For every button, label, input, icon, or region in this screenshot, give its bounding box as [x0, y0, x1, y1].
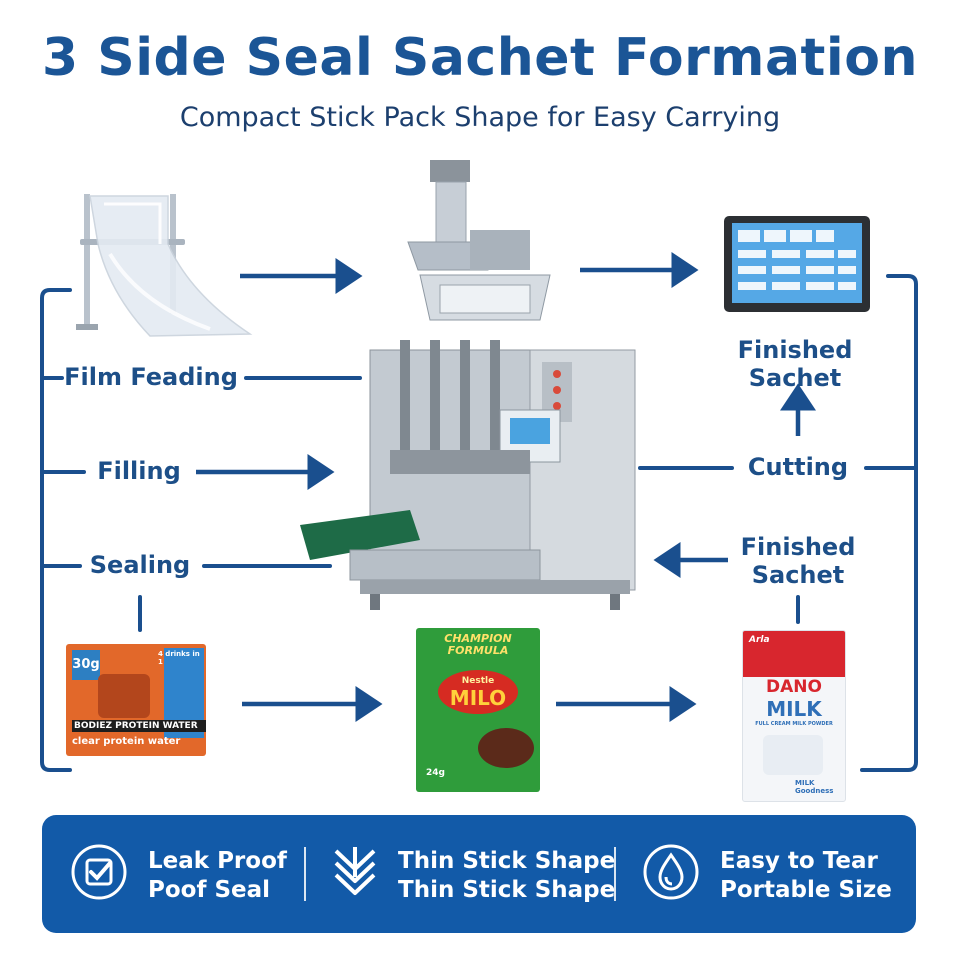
brand-text: BODIEZ PROTEIN WATER [72, 720, 206, 732]
dano-milk-sachet: Arla DANO MILK FULL CREAM MILK POWDER MI… [742, 630, 846, 802]
step-sealing-label: Sealing [89, 551, 191, 579]
dano-footer: MILK Goodness [795, 779, 834, 795]
milo-top-line1: CHAMPION [444, 632, 512, 645]
divider [304, 847, 306, 901]
features-banner: Leak Proof Poof Seal Thin Stick Shape Th… [42, 815, 916, 933]
checkbox-icon [71, 844, 127, 900]
dano-brand: DANO [766, 677, 822, 697]
step-finished-sachet-label: Finished Sachet [737, 336, 853, 392]
page-subtitle: Compact Stick Pack Shape for Easy Carryi… [179, 102, 781, 133]
page-title: 3 Side Seal Sachet Formation [42, 28, 918, 88]
feature-line2: Poof Seal [148, 877, 271, 903]
dano-sub: FULL CREAM MILK POWDER [755, 721, 833, 727]
hmi-touchscreen-image [724, 216, 870, 312]
chevron-down-icon [334, 847, 376, 895]
water-drop-icon [643, 844, 699, 900]
feature-thin-stick: Thin Stick Shape Thin Stick Shape [322, 815, 622, 933]
weight-badge: 30g [72, 650, 100, 680]
feature-leak-proof: Leak Proof Poof Seal [42, 815, 312, 933]
milo-brand: MILO [449, 686, 507, 710]
step-film-feeding-label: Film Feading [64, 363, 238, 391]
milo-sachet: CHAMPION FORMULA Nestle MILO 24g [416, 628, 540, 792]
drinks-text: 4 drinks in 1 [158, 650, 200, 666]
milo-top-line2: FORMULA [447, 644, 509, 657]
step-cutting-label: Cutting [747, 453, 849, 481]
packing-machine-image [300, 160, 636, 610]
feature-line1: Easy to Tear [720, 848, 878, 874]
milo-weight: 24g [426, 768, 445, 778]
milo-maker: Nestle [461, 676, 495, 686]
dano-maker: Arla [749, 635, 770, 645]
divider [614, 847, 616, 901]
feature-line2: Portable Size [720, 877, 892, 903]
step-filling-label: Filling [97, 457, 181, 485]
right-bracket-line [860, 274, 918, 772]
feature-line1: Thin Stick Shape [398, 848, 616, 874]
dano-red-top [743, 631, 845, 677]
chocolate-splash-image [478, 728, 534, 768]
film-roll-stand-image [76, 194, 253, 337]
drink-glass-image [98, 674, 150, 718]
feature-line1: Leak Proof [148, 848, 287, 874]
feature-leak-proof-text: Leak Proof Poof Seal [148, 847, 287, 905]
milo-logo-badge [438, 670, 518, 714]
protein-water-sachet: 30g 4 drinks in 1 BODIEZ PROTEIN WATER c… [66, 644, 206, 756]
tagline-text: clear protein water [72, 736, 181, 747]
feature-easy-tear-text: Easy to Tear Portable Size [720, 847, 892, 905]
feature-line2: Thin Stick Shape [398, 877, 616, 903]
left-bracket-line [40, 288, 72, 772]
feature-easy-tear: Easy to Tear Portable Size [632, 815, 912, 933]
dano-product: MILK [766, 697, 822, 721]
feature-thin-stick-text: Thin Stick Shape Thin Stick Shape [398, 847, 615, 905]
milk-glass-image [763, 735, 823, 775]
step-finished-sachet-bottom-label: Finished Sachet [728, 533, 868, 589]
finished-line2: Sachet [751, 561, 845, 589]
finished-line1: Finished [740, 533, 856, 561]
